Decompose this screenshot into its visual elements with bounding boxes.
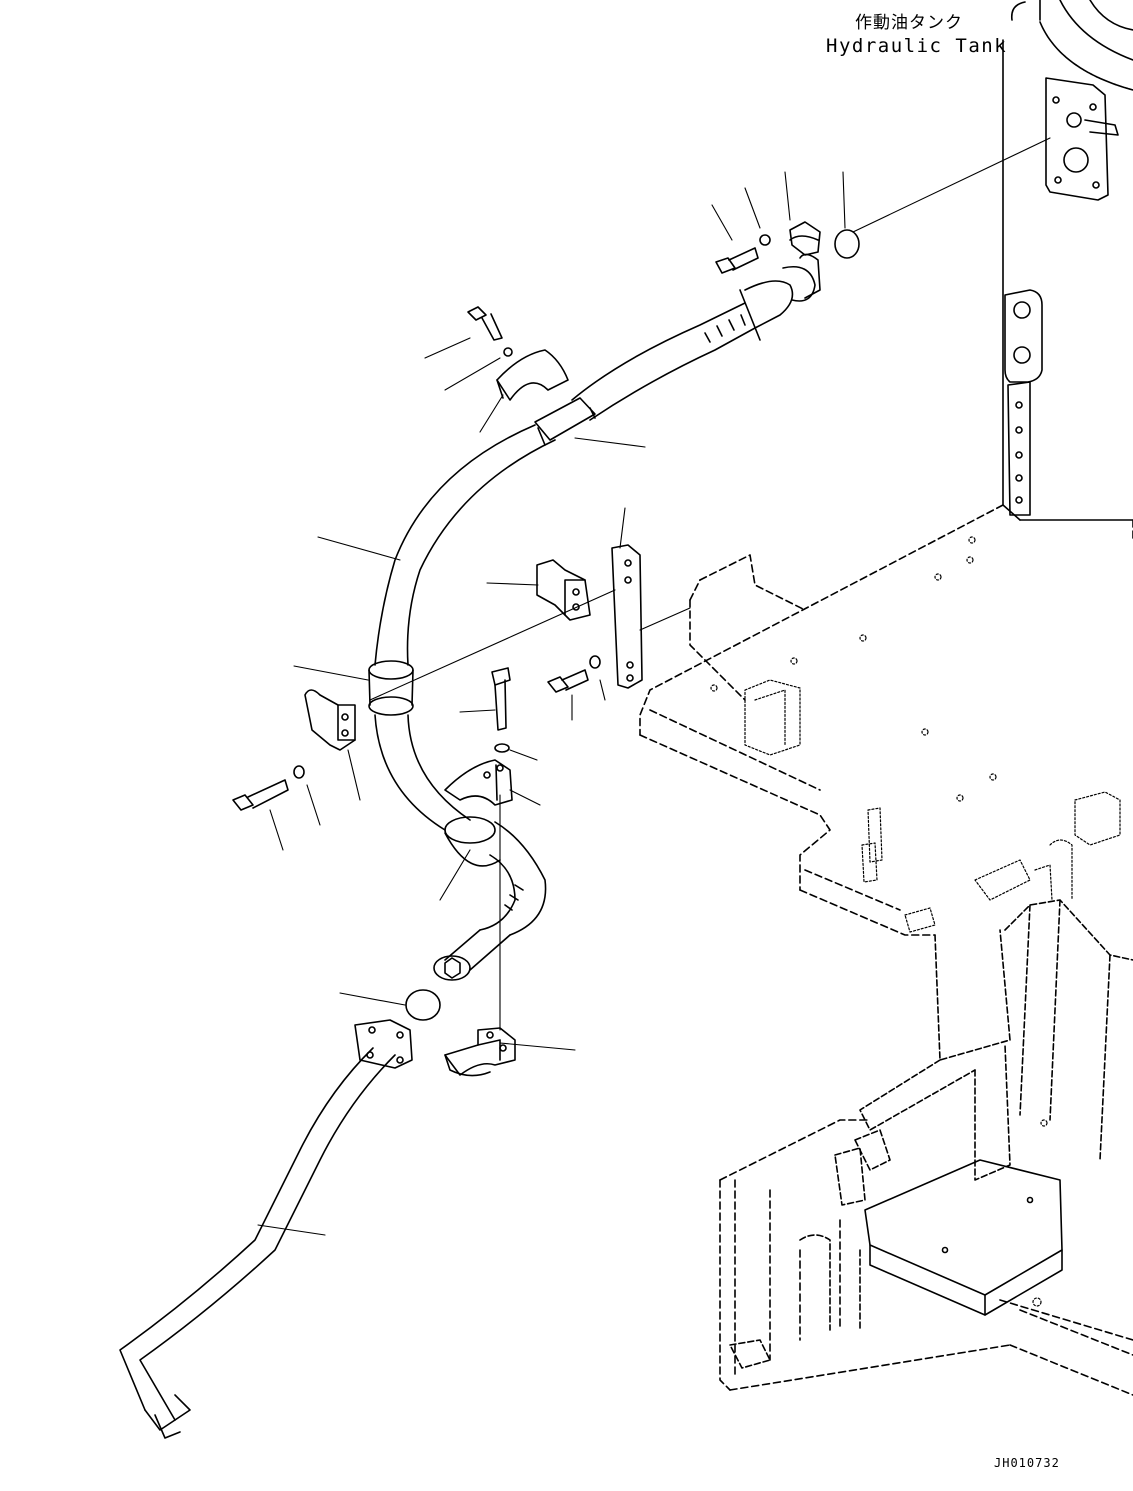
- component-label-english: Hydraulic Tank: [826, 35, 1008, 57]
- revolving-frame: [639, 504, 1133, 1396]
- suction-hose-main: [368, 424, 556, 981]
- lower-clamp-top: [444, 759, 513, 806]
- component-label-japanese: 作動油タンク: [855, 13, 963, 33]
- bracket-clamp-left: [232, 689, 356, 811]
- leader-lines: [257, 137, 1051, 1236]
- suction-hose-upper: [571, 266, 816, 421]
- hydraulic-tank: [1002, 0, 1133, 521]
- suction-tube-lower: [119, 1019, 413, 1439]
- split-flange: [789, 221, 860, 299]
- mounting-plate: [547, 544, 643, 693]
- lower-clamp-bottom: [444, 1027, 516, 1077]
- drawing-number: JH010732: [994, 1456, 1060, 1470]
- upper-clamp: [467, 306, 596, 446]
- bracket-clamp-center: [536, 559, 591, 621]
- frame-holes: [710, 536, 1121, 1307]
- vertical-bolt: [491, 667, 511, 753]
- cover-box: [864, 1159, 1063, 1316]
- undercarriage-beams: [729, 899, 1133, 1369]
- o-ring: [405, 989, 441, 1021]
- flange-bolt: [715, 234, 771, 274]
